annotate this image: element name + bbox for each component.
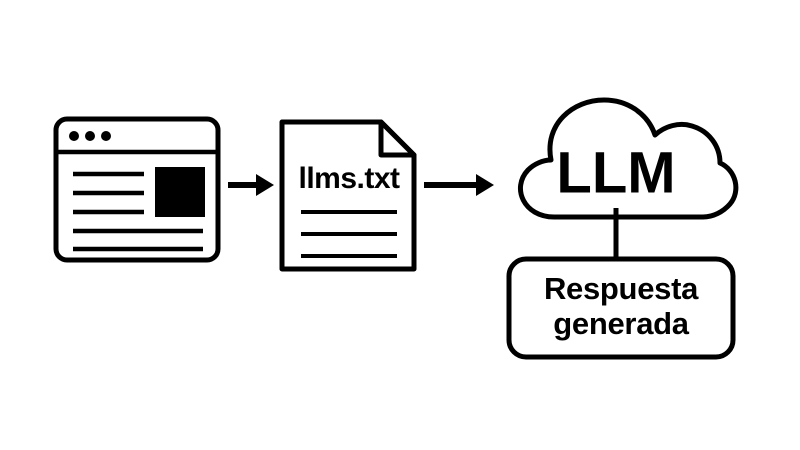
arrow-website-to-file	[228, 174, 274, 196]
arrow-head-icon	[256, 174, 274, 196]
arrow-file-to-llm	[424, 174, 494, 196]
website-node	[53, 116, 221, 263]
answer-box	[506, 256, 736, 360]
answer-node: Respuesta generada	[506, 256, 736, 360]
window-dot-icon	[101, 131, 111, 141]
window-dot-icon	[69, 131, 79, 141]
arrow-head-icon	[476, 174, 494, 196]
answer-label-line-2: generada	[553, 306, 689, 341]
llm-label: LLM	[556, 140, 675, 205]
file-label: llms.txt	[298, 162, 400, 195]
cloud-icon-outline	[517, 97, 739, 220]
answer-label-line-1: Respuesta	[544, 271, 699, 306]
window-dot-icon	[85, 131, 95, 141]
document-fold-corner-icon	[378, 119, 417, 158]
llm-node: LLM	[517, 97, 739, 220]
browser-image-block	[155, 167, 205, 217]
file-node: llms.txt	[279, 119, 417, 272]
